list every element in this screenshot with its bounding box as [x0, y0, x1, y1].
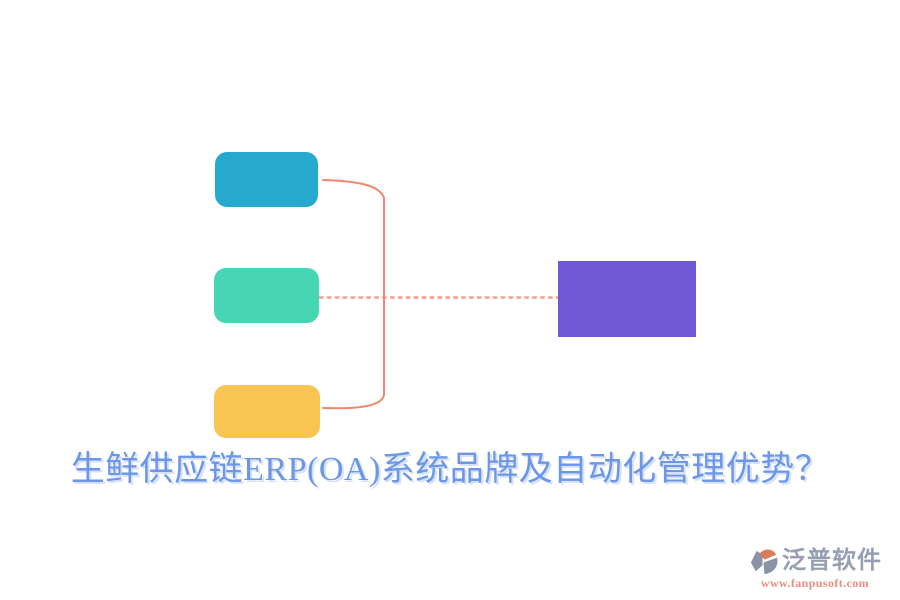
- branch-node-bottom: [214, 385, 320, 438]
- root-node: [558, 261, 696, 337]
- page-title: 生鲜供应链ERP(OA)系统品牌及自动化管理优势？: [70, 451, 830, 488]
- fanpu-logo-icon: [750, 549, 778, 575]
- watermark: 泛普软件 www.fanpusoft.com: [740, 546, 890, 591]
- branch-node-top: [215, 152, 318, 207]
- brand-row: 泛普软件: [740, 546, 890, 577]
- brand-url: www.fanpusoft.com: [760, 576, 870, 590]
- brand-name: 泛普软件: [782, 548, 882, 574]
- bracket-connector: [322, 179, 385, 410]
- branch-node-middle: [214, 268, 319, 323]
